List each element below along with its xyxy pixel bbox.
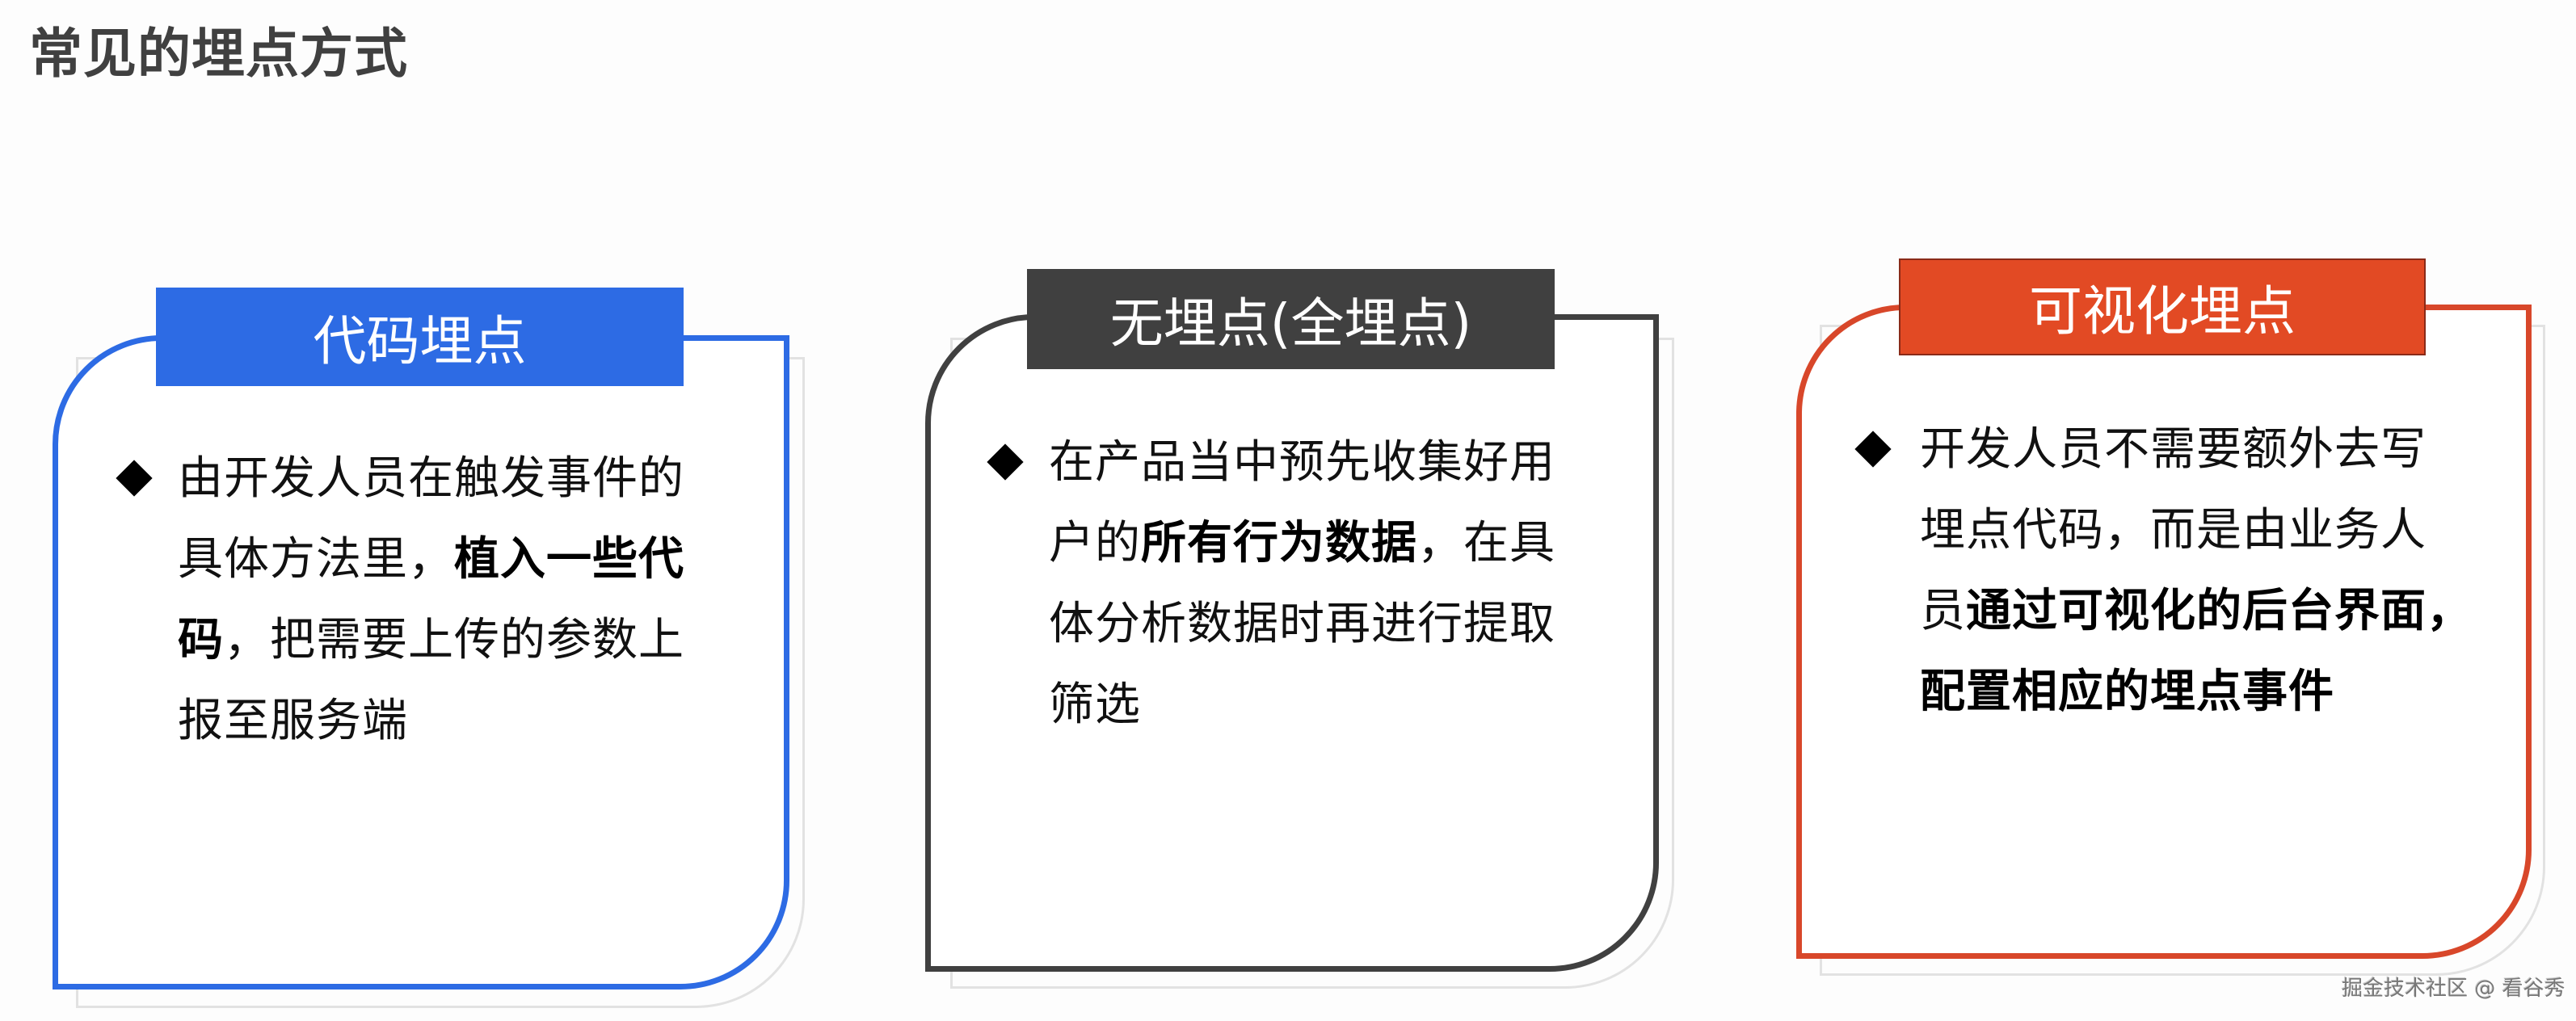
text-line: 埋点代码，而是由业务人 [1920,506,2427,555]
tab-label: 代码埋点 [313,310,527,372]
text: 由开发人员在触发事件的 [178,452,684,505]
bold-text: 配置相应的埋点事件 [1920,666,2334,718]
text: 员 [1920,585,1966,637]
text: ，在具 [1417,517,1555,569]
text-line: 员通过可视化的后台界面， [1920,587,2473,636]
text-line: 在产品当中预先收集好用 [1049,439,1555,487]
tab-label: 无埋点(全埋点) [1109,292,1472,355]
text: 埋点代码，而是由业务人 [1920,504,2427,557]
text: 具体方法里， [178,533,454,586]
text: 开发人员不需要额外去写 [1920,423,2427,476]
text-line: 户的所有行为数据，在具 [1049,519,1555,568]
text: 筛选 [1049,679,1141,731]
card-code-tracking [53,335,789,989]
tab-code-tracking: 代码埋点 [156,288,684,386]
text: ，把需要上传的参数上 [224,614,684,666]
text: 户的 [1049,517,1141,569]
text-line: 由开发人员在触发事件的 [178,455,684,503]
tab-visual-tracking: 可视化埋点 [1899,258,2426,355]
text-line: 体分析数据时再进行提取 [1049,600,1555,649]
text: 报至服务端 [178,695,408,747]
watermark: 掘金技术社区 @ 看谷秀 [2342,977,2565,1001]
tab-full-tracking: 无埋点(全埋点) [1027,269,1555,369]
text-line: 开发人员不需要额外去写 [1920,426,2427,474]
text-line: 具体方法里，植入一些代 [178,536,684,584]
tab-label: 可视化埋点 [2029,280,2296,342]
text-line: 筛选 [1049,681,1141,729]
text-line: 码，把需要上传的参数上 [178,616,684,665]
text-line: 配置相应的埋点事件 [1920,668,2334,716]
bold-text: 所有行为数据 [1141,517,1417,569]
text-line: 报至服务端 [178,697,408,746]
bold-text: 通过可视化的后台界面， [1966,585,2473,637]
bold-text: 植入一些代 [454,533,684,586]
text: 体分析数据时再进行提取 [1049,598,1555,650]
bold-text: 码 [178,614,224,666]
card-visual-tracking [1796,305,2532,959]
card-full-tracking [925,314,1659,972]
page-title: 常见的埋点方式 [29,23,408,85]
text: 在产品当中预先收集好用 [1049,436,1555,489]
